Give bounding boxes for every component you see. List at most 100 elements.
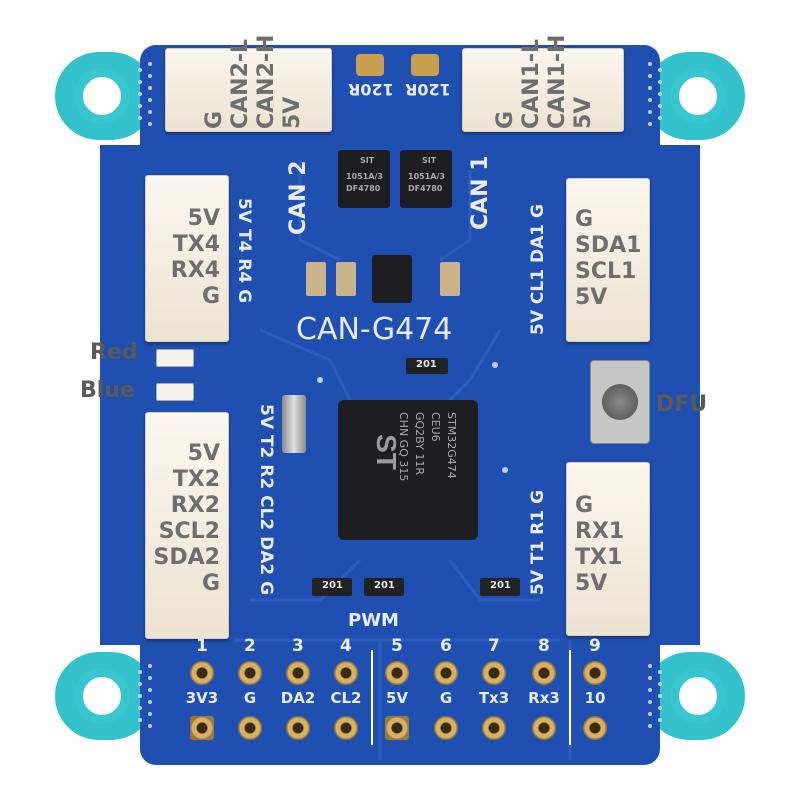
pwm-pin-label: Rx3: [528, 689, 560, 707]
jumper-label-can2: 120R: [348, 80, 394, 99]
pwm-pin-label: 5V: [385, 689, 409, 707]
can1-connector: G CAN1-L CAN1-H 5V: [462, 35, 624, 132]
board-title: CAN-G474: [296, 312, 453, 347]
jumper-label-can1: 120R: [405, 80, 451, 99]
uart1-pin-tx1: TX1: [575, 545, 623, 570]
pwm-pad-signal[interactable]: [482, 661, 506, 685]
pwm-pin-number: 4: [340, 636, 352, 656]
can1-pin-5v: 5V: [571, 96, 596, 129]
uart4-pin-5v: 5V: [187, 206, 220, 231]
uart1-connector: G RX1 TX1 5V: [566, 462, 650, 636]
pwm-pad-signal[interactable]: [334, 661, 358, 685]
resistor-array: 201: [312, 578, 352, 596]
i2c1-pin-g: G: [575, 207, 594, 232]
mounting-hole-bottom-left: [74, 668, 130, 724]
uart2-connector: 5V TX2 RX2 SCL2 SDA2 G: [145, 412, 229, 639]
led-blue: [156, 383, 194, 401]
jumper-pad-can2: [356, 54, 384, 76]
uart4-silk-label: 5V T4 R4 G: [234, 198, 254, 304]
can1-silk-label: CAN 1: [468, 155, 493, 230]
uart1-silk-label: 5V T1 R1 G: [528, 489, 548, 595]
pwm-pad-signal[interactable]: [583, 661, 607, 685]
pwm-pin-label: 10: [584, 689, 606, 707]
led-blue-label: Blue: [80, 378, 135, 403]
crystal: [282, 395, 306, 453]
mcu-marking-line3: GQ2BY 11R: [413, 412, 426, 475]
pwm-pad-lower[interactable]: [238, 716, 262, 740]
uart1-pin-rx1: RX1: [575, 519, 625, 544]
resistor-array: 201: [406, 358, 448, 374]
pwm-pin-label: 3V3: [185, 689, 219, 707]
i2c1-connector: G SDA1 SCL1 5V: [566, 178, 650, 342]
pwm-pin-number: 6: [440, 636, 452, 656]
uart1-pin-5v: 5V: [575, 571, 608, 596]
i2c1-pin-scl1: SCL1: [575, 259, 637, 284]
pwm-pad-lower[interactable]: [434, 716, 458, 740]
uart2-pin-tx2: TX2: [172, 467, 220, 492]
can2-transceiver-chip: SIT 1051A/3 DF4780: [338, 150, 390, 208]
pwm-pin-number: 2: [244, 636, 256, 656]
pwm-pad-signal[interactable]: [385, 661, 409, 685]
pwm-title: PWM: [348, 610, 399, 631]
i2c1-silk-label: 5V CL1 DA1 G: [528, 204, 548, 335]
mcu-chip: ST STM32G474 CEU6 GQ2BY 11R CHN GQ 315: [338, 400, 478, 540]
can1-pin-l: CAN1-L: [519, 38, 544, 129]
mounting-hole-top-left: [74, 68, 130, 124]
dfu-button[interactable]: [590, 360, 650, 444]
can1-pin-h: CAN1-H: [545, 34, 570, 129]
can2-pin-5v: 5V: [280, 96, 305, 129]
can2-connector: G CAN2-L CAN2-H 5V: [165, 35, 332, 132]
can2-silk-label: CAN 2: [286, 160, 311, 235]
pwm-pin-number: 9: [589, 636, 601, 656]
capacitor: [440, 262, 460, 296]
uart2-pin-sda2: SDA2: [153, 545, 220, 570]
uart2-pin-rx2: RX2: [170, 493, 220, 518]
pwm-pad-lower[interactable]: [190, 716, 214, 740]
pwm-pad-signal[interactable]: [238, 661, 262, 685]
uart2-pin-scl2: SCL2: [158, 519, 220, 544]
pwm-pin-number: 1: [196, 636, 208, 656]
regulator-chip: [372, 255, 412, 303]
capacitor: [306, 262, 326, 296]
capacitor: [336, 262, 356, 296]
mcu-marking-line4: CHN GQ 315: [397, 412, 410, 482]
uart4-pin-g: G: [201, 284, 220, 309]
uart2-pin-5v: 5V: [187, 441, 220, 466]
uart4-connector: 5V TX4 RX4 G: [145, 175, 229, 342]
pwm-pad-signal[interactable]: [532, 661, 556, 685]
pwm-pad-lower[interactable]: [532, 716, 556, 740]
led-red-label: Red: [90, 340, 138, 365]
uart4-pin-tx4: TX4: [172, 232, 220, 257]
pwm-pad-lower[interactable]: [286, 716, 310, 740]
pwm-pin-label: DA2: [280, 689, 316, 707]
pwm-pad-lower[interactable]: [482, 716, 506, 740]
pwm-pad-lower[interactable]: [334, 716, 358, 740]
dfu-button-cap[interactable]: [602, 384, 638, 420]
pwm-pad-lower[interactable]: [385, 716, 409, 740]
pwm-pin-number: 8: [538, 636, 550, 656]
can2-pin-h: CAN2-H: [254, 34, 279, 129]
led-red: [156, 349, 194, 367]
pwm-pad-signal[interactable]: [190, 661, 214, 685]
jumper-pad-can1: [411, 54, 439, 76]
can2-pin-l: CAN2-L: [228, 38, 253, 129]
pwm-pin-number: 7: [488, 636, 500, 656]
i2c1-pin-5v: 5V: [575, 285, 608, 310]
mounting-hole-bottom-right: [670, 668, 726, 724]
can2-pin-g: G: [202, 110, 227, 129]
pwm-pin-label: CL2: [330, 689, 362, 707]
mcu-marking-line1: STM32G474: [445, 412, 458, 479]
pwm-pin-label: Tx3: [478, 689, 510, 707]
uart1-pin-g: G: [575, 493, 594, 518]
pwm-pin-label: G: [243, 689, 257, 707]
pwm-pad-signal[interactable]: [286, 661, 310, 685]
pwm-pin-label: G: [439, 689, 453, 707]
mounting-hole-top-right: [670, 68, 726, 124]
pwm-pad-signal[interactable]: [434, 661, 458, 685]
pwm-pin-number: 5: [391, 636, 403, 656]
resistor-array: 201: [364, 578, 404, 596]
pwm-pad-lower[interactable]: [583, 716, 607, 740]
resistor-array: 201: [480, 578, 520, 596]
can1-transceiver-chip: SIT 1051A/3 DF4780: [400, 150, 452, 208]
i2c1-pin-sda1: SDA1: [575, 233, 642, 258]
